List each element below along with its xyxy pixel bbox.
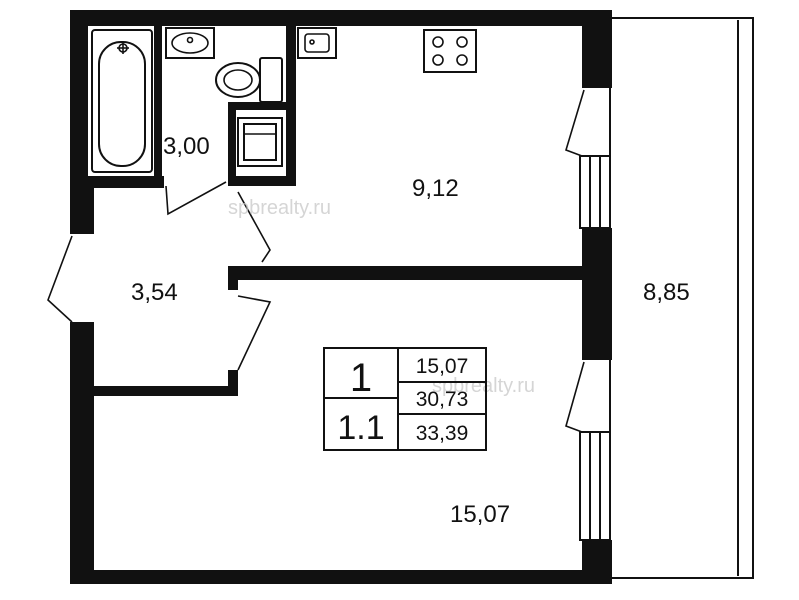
kitchen-sink-icon	[297, 27, 337, 59]
total-with-balcony-cell	[397, 413, 487, 451]
summary-total-with-balcony: 33,39	[416, 422, 469, 445]
balcony-area-label: 8,85	[643, 279, 690, 306]
summary-table	[323, 347, 487, 451]
living-room-area-label: 15,07	[450, 501, 510, 528]
toilet-icon	[215, 57, 283, 103]
living-window	[579, 431, 611, 541]
stove-icon	[423, 29, 477, 73]
bathtub-icon	[91, 29, 153, 173]
apartment-type: 1.1	[337, 409, 384, 447]
summary-total-area: 30,73	[416, 388, 469, 411]
watermark-2: spbrealty.ru	[432, 375, 535, 397]
hall-area-label: 3,54	[131, 279, 178, 306]
summary-living-area: 15,07	[416, 355, 469, 378]
room-count: 1	[350, 356, 372, 400]
interior-walls	[86, 10, 590, 396]
bathroom-area-label: 3,00	[163, 133, 210, 160]
washing-machine-icon	[237, 117, 283, 167]
doors	[47, 89, 585, 433]
kitchen-area-label: 9,12	[412, 175, 459, 202]
outer-walls	[70, 10, 612, 584]
sink-icon	[165, 27, 215, 59]
kitchen-window	[579, 155, 611, 229]
watermark-1: spbrealty.ru	[228, 197, 331, 219]
